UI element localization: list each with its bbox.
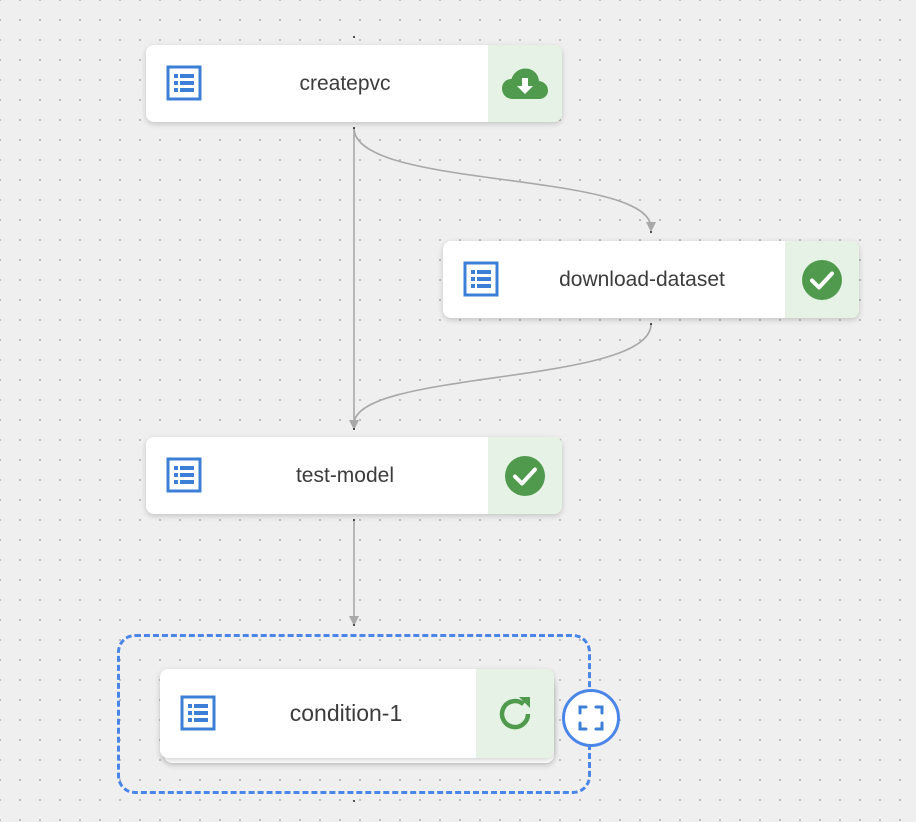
arrowhead-condition-1 [349,616,359,626]
edge-download-dataset-to-test-model [353,323,652,425]
port-top-createpvc [353,36,355,38]
list-icon [166,457,202,493]
arrowhead-test-model [349,420,359,430]
port-bottom-download-dataset [650,323,652,325]
port-top-test-model [353,428,355,430]
check-circle-icon [505,455,545,496]
status-panel-download-dataset [785,241,859,318]
edge-createpvc-to-download-dataset [353,127,652,229]
check-circle-icon [802,259,842,300]
node-condition-1[interactable]: condition-1 [160,669,554,758]
node-label-test-model: test-model [295,463,395,487]
node-createpvc[interactable]: createpvc [146,45,562,122]
arrowhead-download-dataset [646,222,656,232]
refresh-icon [499,696,531,729]
list-icon [166,65,202,101]
status-panel-createpvc [488,45,562,122]
list-icon [180,695,216,731]
port-bottom-condition-1 [353,800,355,802]
fullscreen-icon [578,705,604,731]
node-label-condition-1: condition-1 [289,700,403,726]
status-panel-test-model [488,437,562,514]
node-label-download-dataset: download-dataset [559,267,725,291]
port-top-condition-1 [353,624,355,626]
port-bottom-createpvc [353,127,355,129]
port-bottom-test-model [353,519,355,521]
list-icon [463,261,499,297]
expand-group-button[interactable] [562,689,620,747]
port-top-download-dataset [650,231,652,233]
node-label-createpvc: createpvc [299,71,391,95]
node-test-model[interactable]: test-model [146,437,562,514]
node-download-dataset[interactable]: download-dataset [443,241,859,318]
cloud-download-icon [502,68,548,99]
status-panel-condition-1 [476,669,554,758]
